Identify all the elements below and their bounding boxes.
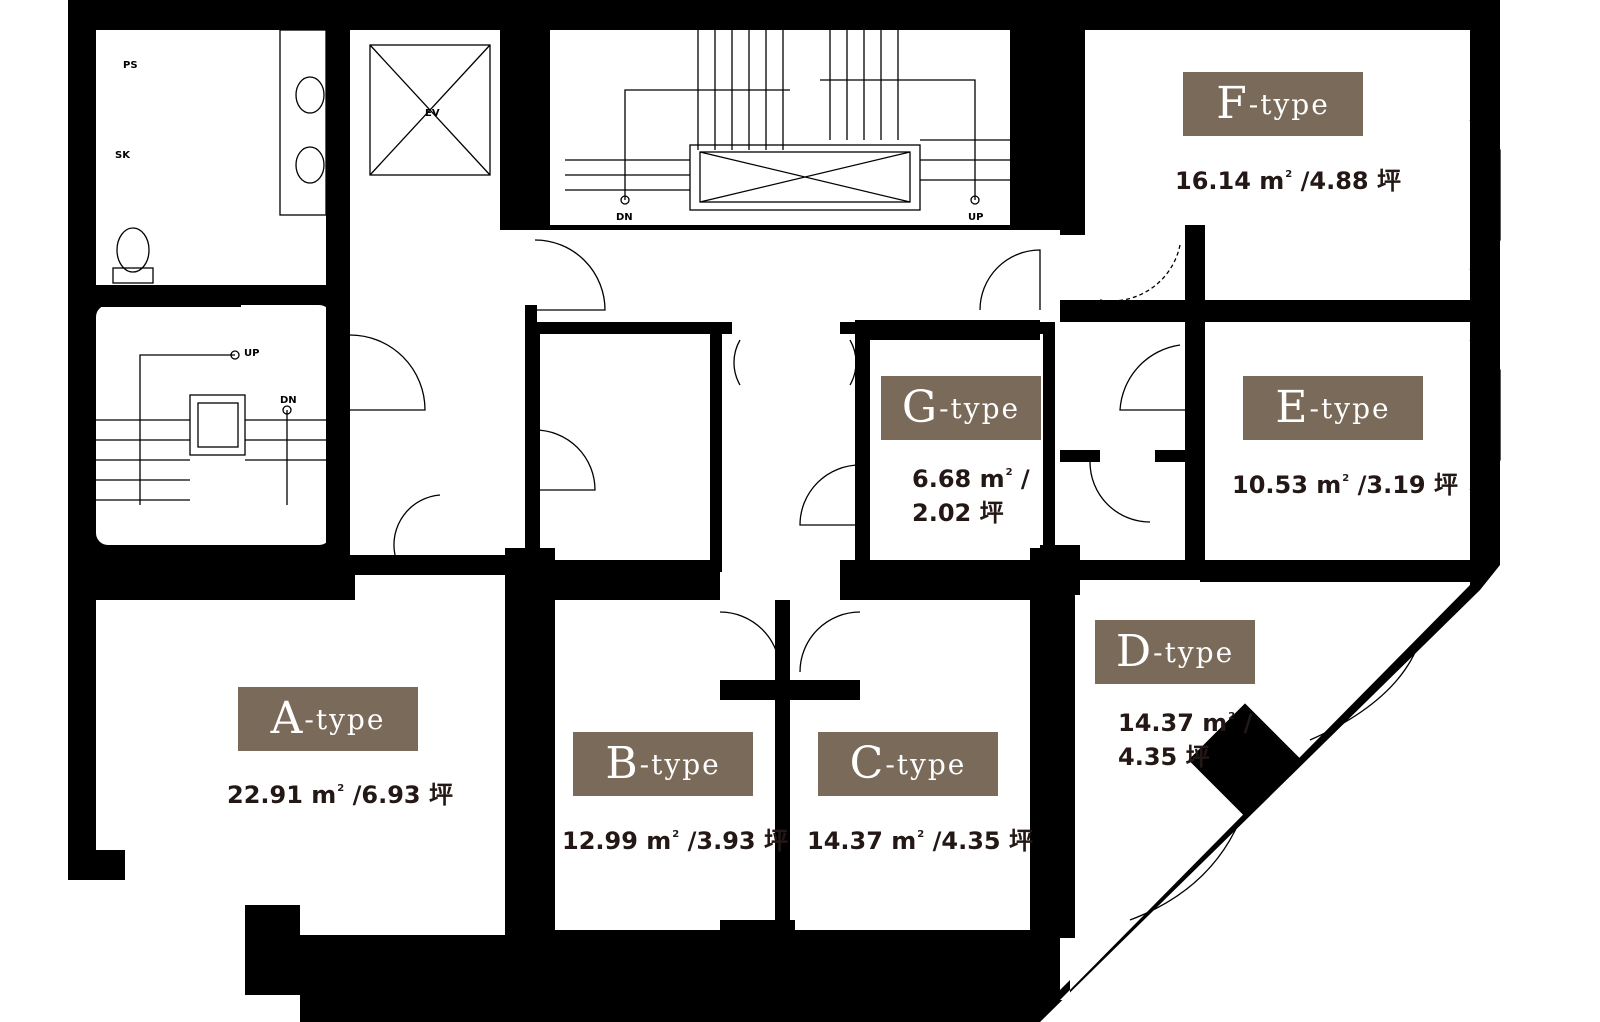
round-window — [117, 679, 153, 715]
unit-label-c: C-type — [818, 732, 998, 796]
up-label-left: UP — [244, 348, 260, 359]
unit-area-f: 16.14 m2 /4.88 坪 — [1175, 167, 1401, 195]
dn-label-left: DN — [280, 395, 297, 406]
unit-letter: F — [1216, 78, 1247, 129]
unit-area-b: 12.99 m2 /3.93 坪 — [562, 827, 788, 855]
up-label-top: UP — [968, 212, 984, 223]
unit-label-e: E-type — [1243, 376, 1423, 440]
unit-label-a: A-type — [238, 687, 418, 751]
unit-area-d: 14.37 m2 / 4.35 坪 — [1118, 709, 1253, 771]
unit-area-c: 14.37 m2 /4.35 坪 — [807, 827, 1033, 855]
linework — [96, 29, 1501, 994]
ps-label: PS — [123, 60, 138, 71]
unit-area-g: 6.68 m2 / 2.02 坪 — [912, 465, 1030, 527]
sk-label: SK — [115, 150, 130, 161]
unit-area-e: 10.53 m2 /3.19 坪 — [1232, 471, 1458, 499]
interior-walls — [96, 30, 1480, 975]
unit-suffix: -type — [1248, 87, 1330, 121]
unit-label-b: B-type — [573, 732, 753, 796]
unit-label-f: F-type — [1183, 72, 1363, 136]
ev-label: EV — [425, 108, 440, 119]
unit-label-d: D-type — [1095, 620, 1255, 684]
unit-area-a: 22.91 m2 /6.93 坪 — [227, 781, 453, 809]
unit-label-g: G-type — [881, 376, 1041, 440]
dn-label-top: DN — [616, 212, 633, 223]
